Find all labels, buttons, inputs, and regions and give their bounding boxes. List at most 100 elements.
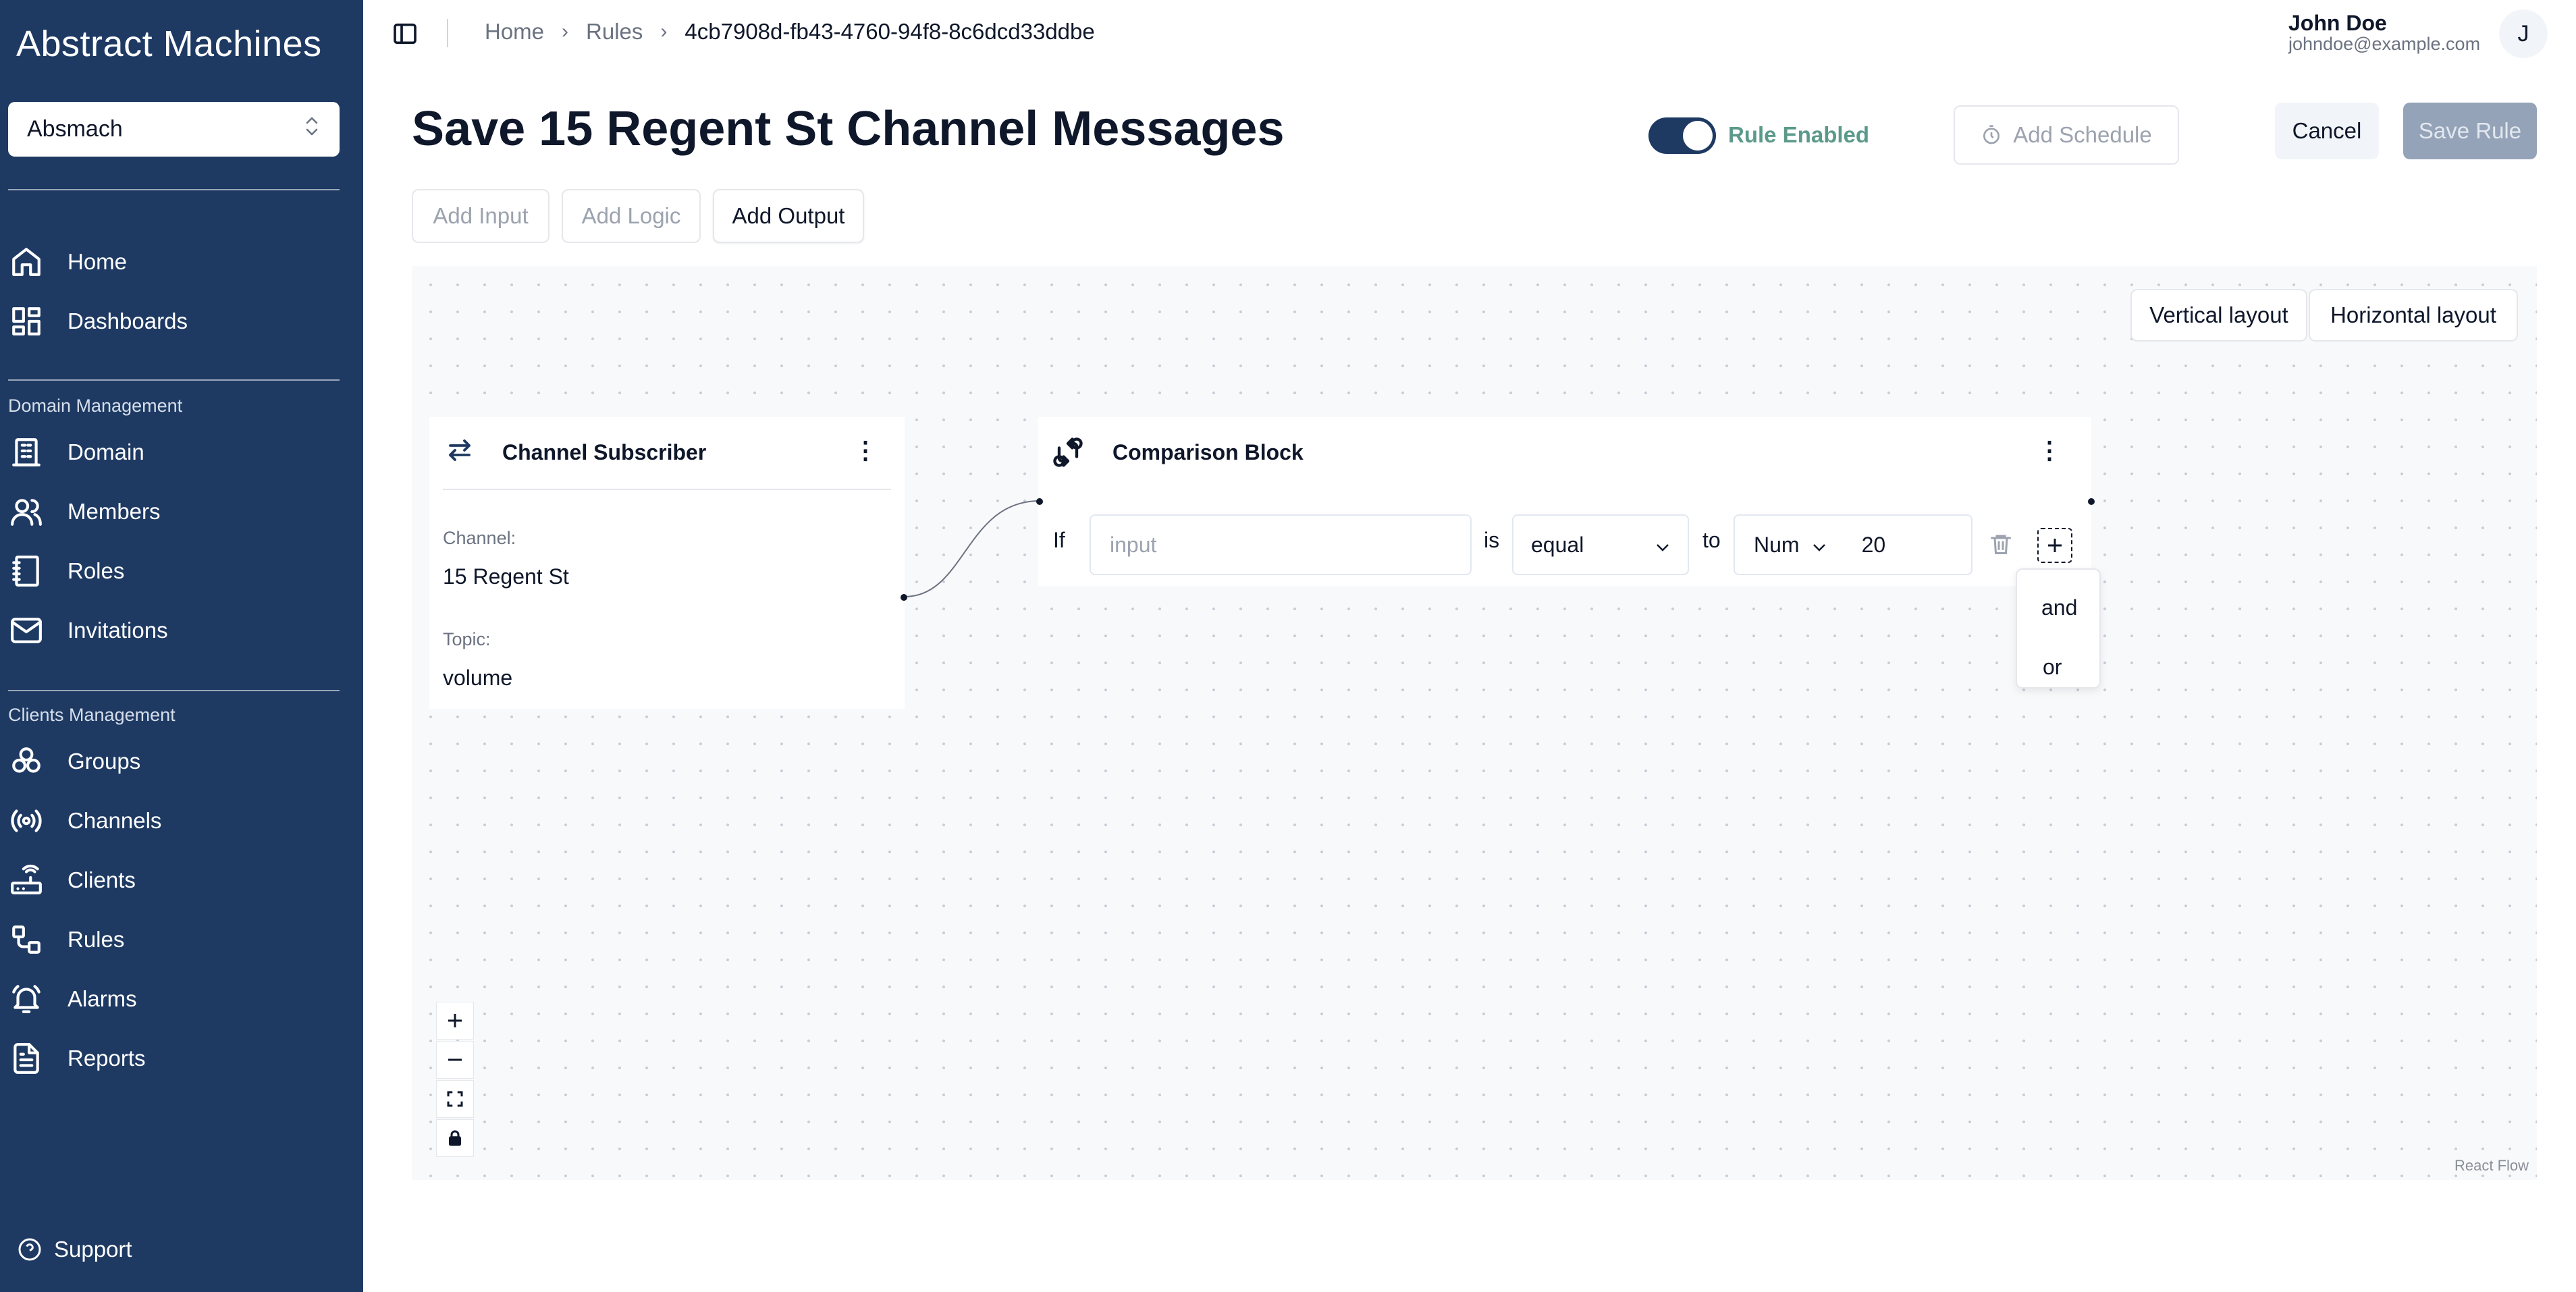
to-label: to xyxy=(1702,528,1721,552)
menu-item-and[interactable]: and xyxy=(2041,595,2078,620)
sidebar-item-alarms[interactable]: Alarms xyxy=(8,975,340,1023)
section-label-clients: Clients Management xyxy=(8,705,176,725)
building-icon xyxy=(8,434,45,470)
lock-icon xyxy=(449,1130,461,1146)
help-circle-icon xyxy=(18,1238,41,1261)
chevron-right-icon: › xyxy=(562,20,569,43)
chevron-updown-icon xyxy=(303,115,321,144)
add-input-button[interactable]: Add Input xyxy=(412,189,549,243)
file-icon xyxy=(8,1040,45,1077)
sidebar-toggle-icon[interactable] xyxy=(392,20,419,47)
add-condition-button[interactable] xyxy=(2037,528,2072,563)
sidebar-item-rules[interactable]: Rules xyxy=(8,915,340,964)
sidebar-divider xyxy=(8,189,340,190)
value-field[interactable]: Num 20 xyxy=(1734,514,1973,575)
sidebar-item-channels[interactable]: Channels xyxy=(8,797,340,845)
more-vertical-icon[interactable]: ⋮ xyxy=(2037,436,2062,464)
breadcrumb-rules[interactable]: Rules xyxy=(586,19,643,44)
bell-icon xyxy=(8,981,45,1017)
add-logic-button[interactable]: Add Logic xyxy=(562,189,701,243)
support-label: Support xyxy=(54,1237,132,1262)
arrows-swap-icon xyxy=(446,436,474,464)
vertical-layout-button[interactable]: Vertical layout xyxy=(2130,289,2307,342)
sidebar-item-groups[interactable]: Groups xyxy=(8,737,340,786)
flow-edge xyxy=(904,500,1040,597)
target-handle[interactable] xyxy=(1036,498,1043,505)
sidebar-item-label: Home xyxy=(68,249,128,274)
topic-value: volume xyxy=(443,666,513,690)
is-label: is xyxy=(1484,528,1500,552)
sidebar-item-label: Reports xyxy=(68,1046,146,1071)
type-select[interactable]: Num xyxy=(1754,532,1800,557)
zoom-out-button[interactable] xyxy=(436,1041,474,1079)
users-icon xyxy=(8,493,45,530)
avatar[interactable]: J xyxy=(2499,9,2548,58)
sidebar-item-label: Roles xyxy=(68,558,125,583)
lock-button[interactable] xyxy=(436,1119,474,1157)
sidebar-item-label: Alarms xyxy=(68,986,137,1011)
fullscreen-icon xyxy=(447,1091,463,1107)
flow-canvas[interactable] xyxy=(412,266,2537,1180)
more-vertical-icon[interactable]: ⋮ xyxy=(853,436,878,464)
chevron-down-icon xyxy=(1655,533,1670,558)
sidebar-item-invitations[interactable]: Invitations xyxy=(8,606,340,655)
horizontal-layout-button[interactable]: Horizontal layout xyxy=(2309,289,2518,342)
router-icon xyxy=(8,862,45,898)
workspace-select-value: Absmach xyxy=(27,116,123,142)
sidebar-item-reports[interactable]: Reports xyxy=(8,1034,340,1083)
channel-value: 15 Regent St xyxy=(443,564,569,589)
fit-view-button[interactable] xyxy=(436,1080,474,1118)
topbar-divider xyxy=(447,19,448,47)
node-title: Channel Subscriber xyxy=(502,440,707,464)
sidebar-item-members[interactable]: Members xyxy=(8,487,340,536)
zoom-in-button[interactable] xyxy=(436,1002,474,1040)
operator-select[interactable]: equal xyxy=(1512,514,1689,575)
menu-item-or[interactable]: or xyxy=(2043,655,2062,679)
cancel-button[interactable]: Cancel xyxy=(2275,103,2379,159)
value-input[interactable]: 20 xyxy=(1861,532,1886,557)
breadcrumb-home[interactable]: Home xyxy=(485,19,545,44)
sidebar-item-label: Clients xyxy=(68,867,136,892)
groups-icon xyxy=(8,743,45,780)
trash-icon[interactable] xyxy=(1989,531,2013,558)
sidebar-item-label: Members xyxy=(68,499,161,524)
logic-menu: and or xyxy=(2016,568,2101,689)
dashboard-icon xyxy=(8,303,45,340)
section-label-domain: Domain Management xyxy=(8,396,183,416)
sidebar-item-home[interactable]: Home xyxy=(8,238,340,286)
save-rule-button[interactable]: Save Rule xyxy=(2403,103,2537,159)
operator-value: equal xyxy=(1531,532,1584,557)
book-icon xyxy=(8,553,45,589)
mail-icon xyxy=(8,612,45,649)
chevron-right-icon: › xyxy=(660,20,668,43)
sidebar: Abstract Machines Absmach Home Dashboard… xyxy=(0,0,363,1292)
rule-enabled-toggle[interactable] xyxy=(1648,117,1716,154)
sidebar-item-label: Dashboards xyxy=(68,308,188,333)
plus-icon xyxy=(2048,539,2062,552)
add-schedule-button[interactable]: Add Schedule xyxy=(1954,105,2179,165)
sidebar-divider xyxy=(8,379,340,381)
timer-icon xyxy=(1983,125,2000,144)
source-handle[interactable] xyxy=(901,594,907,601)
channel-subscriber-node[interactable]: Channel Subscriber ⋮ Channel: 15 Regent … xyxy=(429,417,905,709)
breadcrumb: Home › Rules › 4cb7908d-fb43-4760-94f8-8… xyxy=(485,19,1095,45)
add-output-button[interactable]: Add Output xyxy=(713,189,864,243)
sidebar-item-label: Domain xyxy=(68,439,144,464)
react-flow-attribution[interactable]: React Flow xyxy=(2454,1157,2529,1174)
sidebar-item-domain[interactable]: Domain xyxy=(8,428,340,477)
git-compare-icon xyxy=(1050,435,1085,470)
workspace-select[interactable]: Absmach xyxy=(8,102,340,157)
sidebar-item-label: Invitations xyxy=(68,618,168,643)
chevron-down-icon xyxy=(1812,533,1827,558)
comparison-block-node[interactable]: Comparison Block ⋮ If input is equal to … xyxy=(1038,417,2091,586)
sidebar-item-clients[interactable]: Clients xyxy=(8,856,340,905)
sidebar-item-label: Rules xyxy=(68,927,125,952)
sidebar-item-dashboards[interactable]: Dashboards xyxy=(8,297,340,346)
source-handle[interactable] xyxy=(2088,498,2095,505)
add-schedule-label: Add Schedule xyxy=(2013,122,2152,147)
sidebar-item-roles[interactable]: Roles xyxy=(8,547,340,595)
sidebar-divider xyxy=(8,690,340,691)
home-icon xyxy=(8,244,45,280)
support-link[interactable]: Support xyxy=(18,1237,132,1262)
input-field[interactable]: input xyxy=(1090,514,1472,575)
